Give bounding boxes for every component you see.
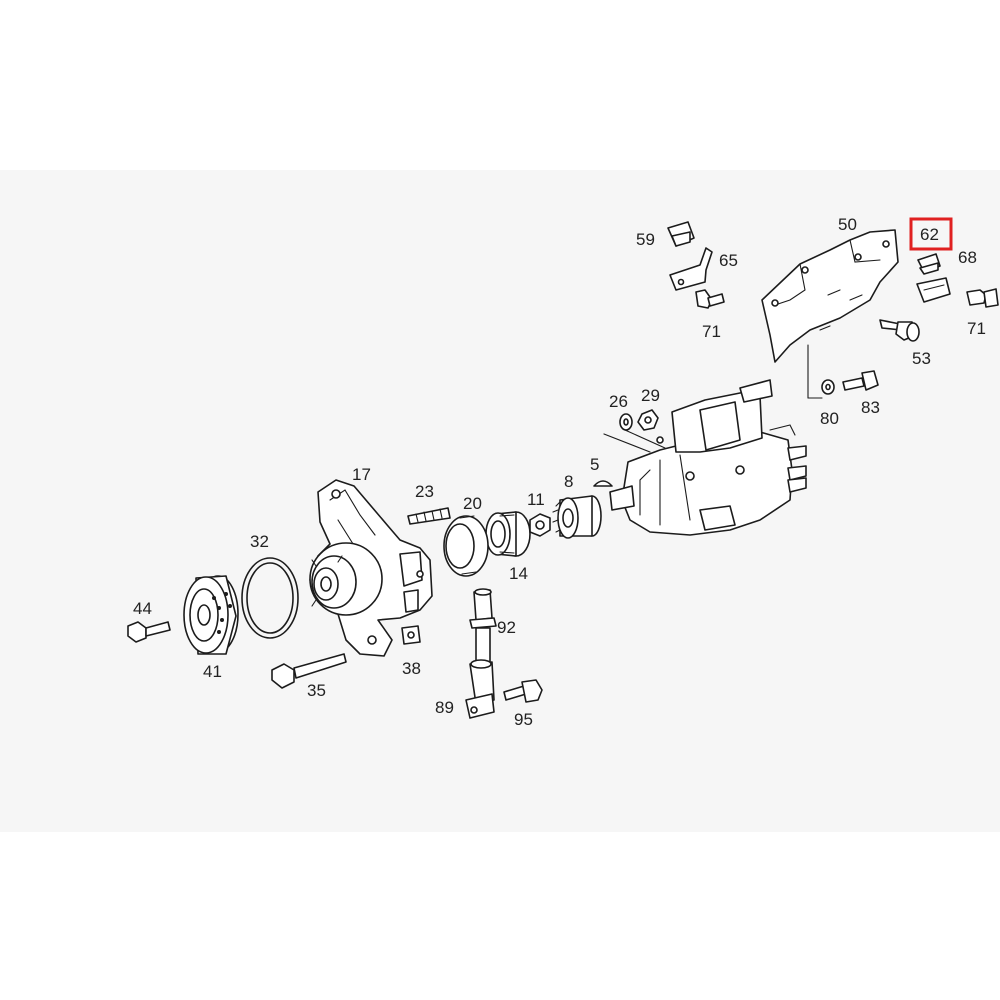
woodruff-key-part[interactable] [593, 480, 613, 487]
injection-pump-body[interactable] [609, 379, 807, 536]
label-83[interactable]: 83 [861, 398, 880, 417]
part-labels: 50 59 65 71 62 68 71 53 80 83 26 29 5 8 … [133, 215, 986, 729]
square-nut-part[interactable] [401, 625, 421, 645]
stud-part[interactable] [407, 507, 451, 525]
stud-bolt-part[interactable] [879, 319, 920, 342]
gasket-ring-part[interactable] [241, 557, 299, 639]
label-8[interactable]: 8 [564, 472, 573, 491]
label-29[interactable]: 29 [641, 386, 660, 405]
label-71-left[interactable]: 71 [702, 322, 721, 341]
highlight-box [909, 217, 953, 251]
washer-part[interactable] [821, 379, 835, 395]
label-5[interactable]: 5 [590, 455, 599, 474]
bolt-part[interactable] [695, 289, 725, 309]
drive-gear-part[interactable] [552, 495, 602, 539]
label-32[interactable]: 32 [250, 532, 269, 551]
clamp-part[interactable] [916, 277, 951, 303]
label-62[interactable]: 62 [920, 225, 939, 244]
label-44[interactable]: 44 [133, 599, 152, 618]
clip-part[interactable] [667, 221, 695, 247]
label-17[interactable]: 17 [352, 465, 371, 484]
bracket-part[interactable] [761, 229, 899, 399]
label-53[interactable]: 53 [912, 349, 931, 368]
label-71-right[interactable]: 71 [967, 319, 986, 338]
needle-bearing-part[interactable] [485, 511, 531, 557]
label-89[interactable]: 89 [435, 698, 454, 717]
nut-part[interactable] [637, 409, 659, 431]
label-11[interactable]: 11 [527, 490, 545, 509]
adapter-block-part[interactable] [465, 659, 495, 719]
label-68[interactable]: 68 [958, 248, 977, 267]
label-26[interactable]: 26 [609, 392, 628, 411]
label-41[interactable]: 41 [203, 662, 222, 681]
washer-small-part[interactable] [619, 413, 633, 431]
label-50[interactable]: 50 [838, 215, 857, 234]
leader-lines [603, 433, 651, 453]
label-65[interactable]: 65 [719, 251, 738, 270]
long-bolt-part[interactable] [271, 653, 347, 689]
clamp-bracket-part[interactable] [669, 247, 713, 291]
clip-highlighted-part[interactable] [917, 253, 941, 275]
label-59[interactable]: 59 [636, 230, 655, 249]
pump-housing-part[interactable] [309, 479, 433, 657]
label-92[interactable]: 92 [497, 618, 516, 637]
bolt-part-lower[interactable] [842, 370, 879, 391]
bolt-part-right[interactable] [966, 288, 999, 308]
shaft-part[interactable] [469, 588, 497, 663]
label-35[interactable]: 35 [307, 681, 326, 700]
label-14[interactable]: 14 [509, 564, 528, 583]
label-80[interactable]: 80 [820, 409, 839, 428]
screw-part[interactable] [503, 679, 543, 703]
label-38[interactable]: 38 [402, 659, 421, 678]
hex-nut-part[interactable] [529, 513, 551, 537]
label-23[interactable]: 23 [415, 482, 434, 501]
label-20[interactable]: 20 [463, 494, 482, 513]
pulley-part[interactable] [183, 575, 239, 655]
label-95[interactable]: 95 [514, 710, 533, 729]
seal-ring-part[interactable] [443, 515, 489, 577]
pulley-bolt-part[interactable] [127, 621, 171, 643]
